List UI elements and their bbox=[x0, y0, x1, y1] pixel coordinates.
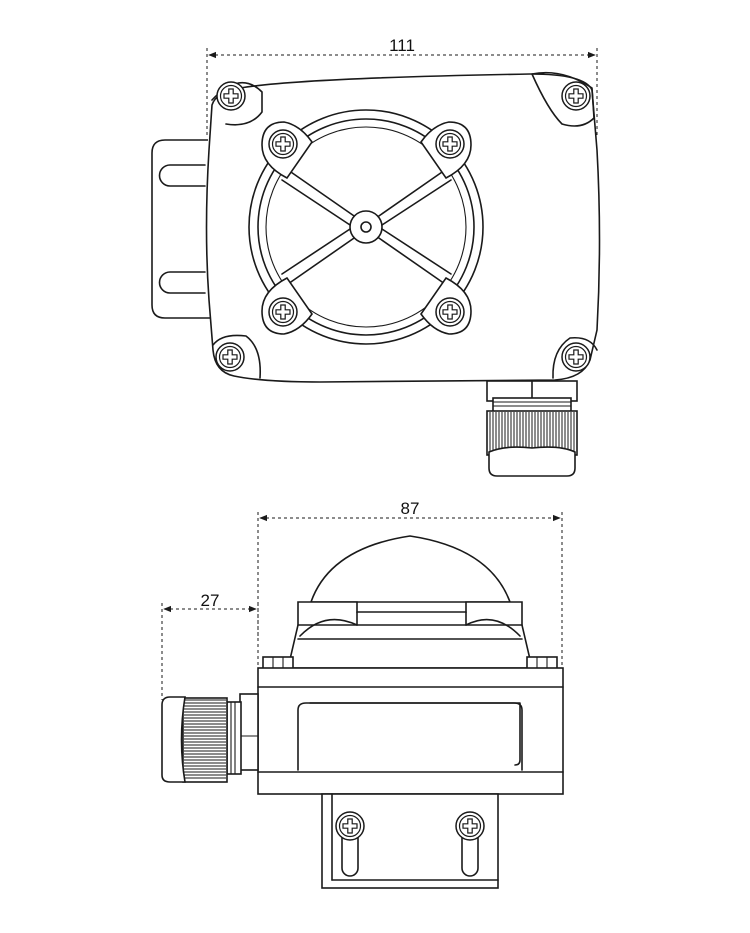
hex-nut-right bbox=[526, 656, 558, 670]
bracket-screw-icon bbox=[455, 811, 485, 841]
front-view: 87 27 bbox=[161, 499, 564, 889]
cable-gland-side bbox=[161, 693, 259, 783]
corner-lug-br bbox=[552, 336, 598, 379]
dimension-label-87: 87 bbox=[401, 499, 420, 518]
corner-screw-icon bbox=[561, 81, 591, 111]
mounting-bracket-front bbox=[321, 793, 499, 889]
corner-screw-icon bbox=[216, 81, 246, 111]
dimension-111: 111 bbox=[206, 36, 598, 135]
cable-gland-top bbox=[486, 380, 578, 477]
top-view: 111 bbox=[151, 36, 601, 477]
housing-body-top bbox=[205, 73, 601, 383]
housing-body-front bbox=[257, 667, 564, 795]
dimension-87: 87 bbox=[257, 499, 563, 690]
corner-screw-icon bbox=[561, 342, 591, 372]
mounting-bracket-top bbox=[151, 139, 214, 319]
indicator-dome-front bbox=[309, 535, 512, 603]
cover-screw-icon bbox=[435, 129, 465, 159]
corner-lug-bl bbox=[212, 334, 262, 379]
cover-screw-icon bbox=[268, 297, 298, 327]
dimension-label-27: 27 bbox=[201, 591, 220, 610]
bracket-screw-icon bbox=[335, 811, 365, 841]
cover-lid-front bbox=[286, 601, 534, 669]
dimension-27: 27 bbox=[161, 591, 259, 700]
corner-lug-tr bbox=[531, 71, 595, 127]
cover-screw-icon bbox=[435, 297, 465, 327]
corner-screw-icon bbox=[215, 342, 245, 372]
cover-screw-icon bbox=[268, 129, 298, 159]
dimension-label-111: 111 bbox=[389, 36, 415, 55]
